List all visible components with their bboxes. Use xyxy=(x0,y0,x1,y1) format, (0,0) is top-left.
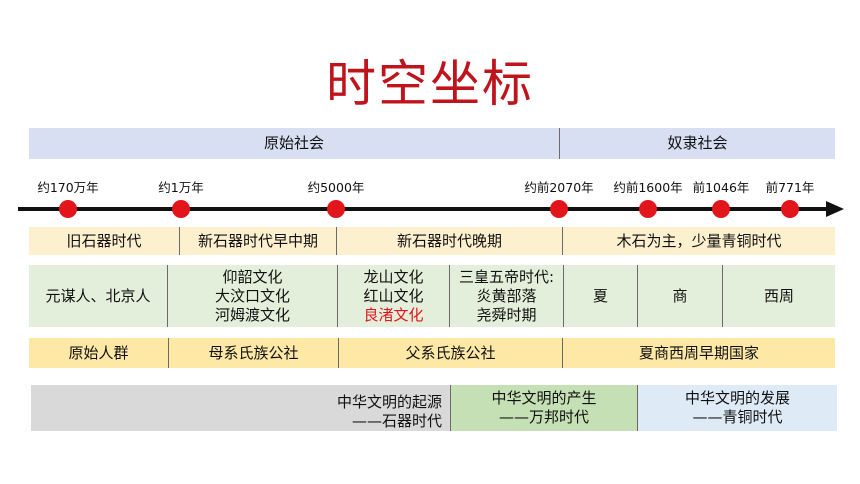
culture-dawenkou: 大汶口文化 xyxy=(214,286,290,305)
civ-birth-subtitle: ——万邦时代 xyxy=(498,408,589,426)
civ-origin-subtitle: ——石器时代 xyxy=(351,412,442,430)
timeline-axis xyxy=(18,207,830,211)
dynasty-shang: 商 xyxy=(638,265,723,327)
era-primitive-society: 原始社会 xyxy=(29,128,560,159)
timeline-label-1: 约170万年 xyxy=(37,180,99,195)
society-patriarchal-clan: 父系氏族公社 xyxy=(339,338,563,368)
civ-development-subtitle: ——青铜时代 xyxy=(692,408,783,426)
page-title: 时空坐标 xyxy=(326,55,534,113)
civ-birth-title: 中华文明的产生 xyxy=(491,389,597,407)
three-sovereigns-title: 三皇五帝时代: xyxy=(458,267,555,286)
timeline-dot-7 xyxy=(781,200,799,218)
timeline-label-4: 约前2070年 xyxy=(524,180,594,195)
timeline-label-2: 约1万年 xyxy=(158,180,204,195)
society-matriarchal-clan: 母系氏族公社 xyxy=(169,338,339,368)
society-early-states: 夏商西周早期国家 xyxy=(563,338,835,368)
timeline-dot-6 xyxy=(712,200,730,218)
culture-hongshan: 红山文化 xyxy=(363,286,424,305)
timeline-dot-2 xyxy=(172,200,190,218)
three-sovereigns-era: 三皇五帝时代: 炎黄部落 尧舜时期 xyxy=(450,265,564,327)
culture-liangzhu: 良渚文化 xyxy=(363,305,424,324)
timeline-dot-4 xyxy=(550,200,568,218)
site-yuanmou-beijing: 元谋人、北京人 xyxy=(29,265,168,327)
age-stone-bronze: 木石为主，少量青铜时代 xyxy=(563,227,835,255)
timeline-dot-3 xyxy=(327,200,345,218)
timeline-label-7: 前771年 xyxy=(765,180,815,195)
timeline-arrow-icon xyxy=(826,201,844,217)
culture-longshan: 龙山文化 xyxy=(363,267,424,286)
civ-development: 中华文明的发展 ——青铜时代 xyxy=(638,385,837,431)
cultures-early-neolithic: 仰韶文化 大汶口文化 河姆渡文化 xyxy=(168,265,338,327)
society-primitive-group: 原始人群 xyxy=(29,338,169,368)
timeline-dot-1 xyxy=(59,200,77,218)
cultures-late-neolithic: 龙山文化 红山文化 良渚文化 xyxy=(338,265,450,327)
civ-development-title: 中华文明的发展 xyxy=(684,389,790,407)
civ-origin: 中华文明的起源 ——石器时代 xyxy=(31,385,451,431)
age-early-neolithic: 新石器时代早中期 xyxy=(180,227,337,255)
dynasty-western-zhou: 西周 xyxy=(723,265,835,327)
yanhuang-tribes: 炎黄部落 xyxy=(476,286,537,305)
timeline-label-5: 约前1600年 xyxy=(613,180,683,195)
timeline-label-3: 约5000年 xyxy=(307,180,365,195)
era-slave-society: 奴隶社会 xyxy=(560,128,835,159)
age-paleolithic: 旧石器时代 xyxy=(29,227,180,255)
timeline-label-6: 前1046年 xyxy=(692,180,750,195)
civ-origin-title: 中华文明的起源 xyxy=(336,393,442,411)
timeline-dot-5 xyxy=(639,200,657,218)
yaoshun-period: 尧舜时期 xyxy=(476,305,537,324)
culture-hemudu: 河姆渡文化 xyxy=(214,305,290,324)
civ-birth: 中华文明的产生 ——万邦时代 xyxy=(451,385,638,431)
culture-yangshao: 仰韶文化 xyxy=(222,267,283,286)
age-late-neolithic: 新石器时代晚期 xyxy=(337,227,563,255)
dynasty-xia: 夏 xyxy=(564,265,638,327)
